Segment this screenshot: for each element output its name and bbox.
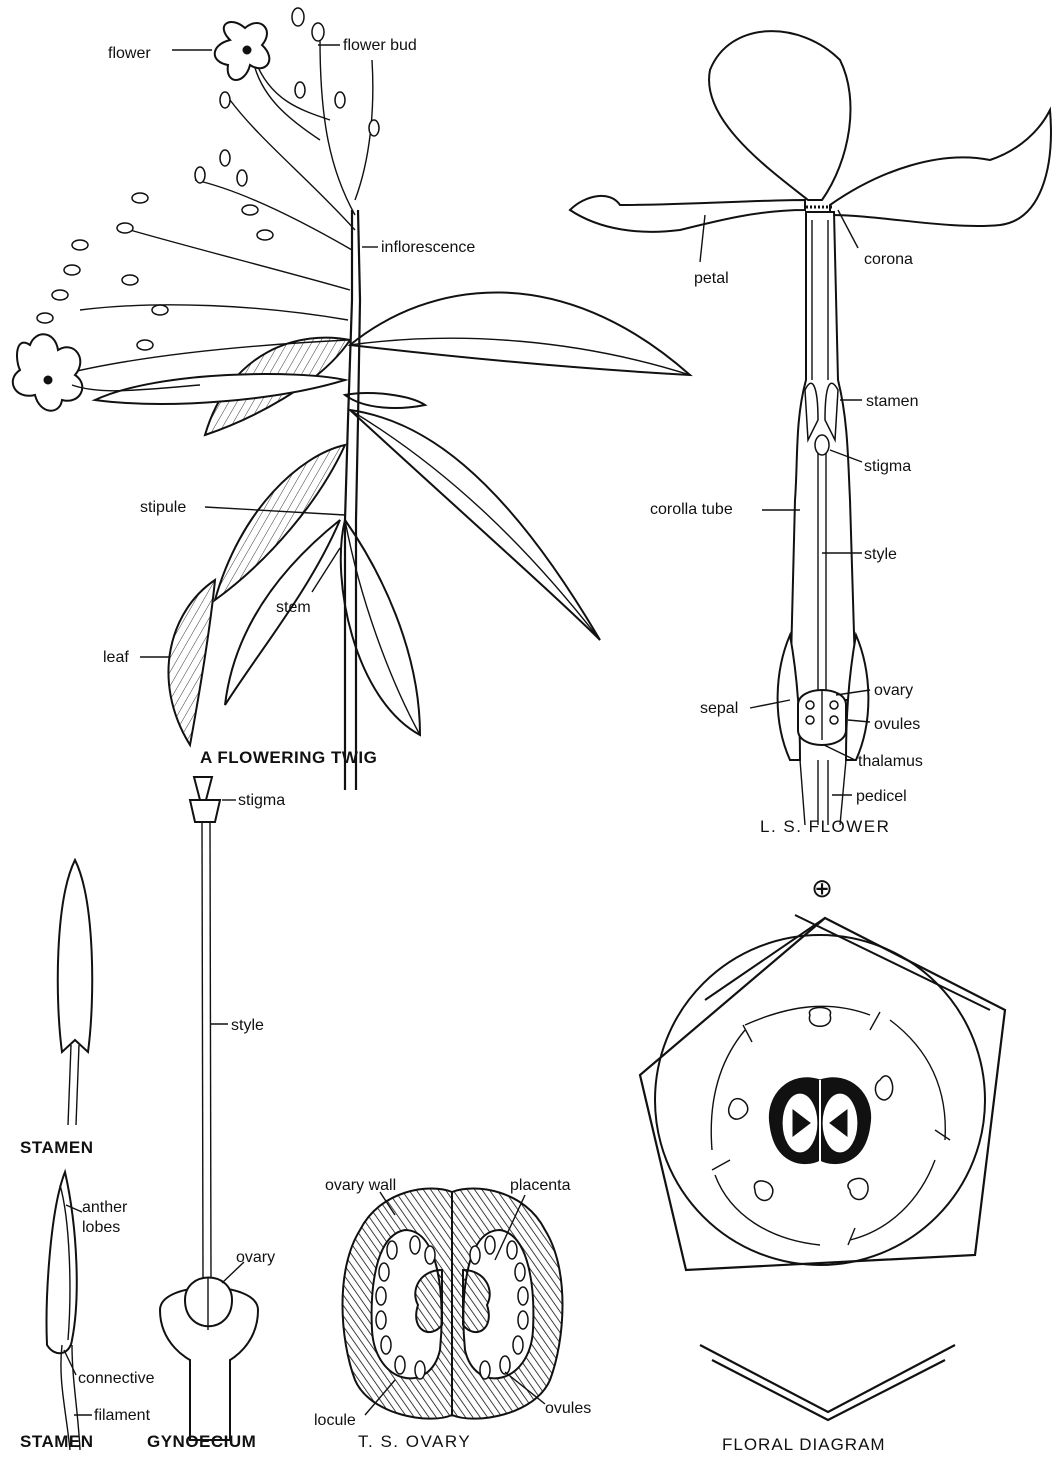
petal-right xyxy=(830,110,1051,226)
label-connective: connective xyxy=(78,1370,155,1387)
label-stamen-ls: stamen xyxy=(866,393,918,410)
label-flower: flower xyxy=(108,45,151,62)
twig-top-flower xyxy=(215,22,320,140)
ls-flower: petal corona stamen stigma corolla tube … xyxy=(570,31,1051,904)
label-corolla-tube: corolla tube xyxy=(650,501,733,518)
label-pedicel: pedicel xyxy=(856,788,907,805)
caption-ts-ovary: T. S. OVARY xyxy=(358,1432,471,1451)
label-style-ls: style xyxy=(864,546,897,563)
label-sepal: sepal xyxy=(700,700,738,717)
caption-gynoecium: GYNOECIUM xyxy=(147,1432,256,1451)
label-leaf: leaf xyxy=(103,649,129,666)
flowering-twig: flower flower bud inflorescence stipule … xyxy=(13,8,690,790)
label-ovary-gyn: ovary xyxy=(236,1249,275,1266)
label-ovules-ts: ovules xyxy=(545,1400,591,1417)
label-locule: locule xyxy=(314,1412,356,1429)
actinomorphic-symbol: ⊕ xyxy=(811,874,833,904)
label-flower-bud: flower bud xyxy=(343,37,417,54)
fd-gynoecium xyxy=(769,1078,870,1164)
caption-stamen-bottom: STAMEN xyxy=(20,1432,94,1451)
label-ovary-wall: ovary wall xyxy=(325,1177,396,1194)
caption-floral-diagram: FLORAL DIAGRAM xyxy=(722,1435,886,1454)
ts-ovary: ovary wall placenta locule ovules T. S. … xyxy=(314,1177,591,1451)
label-style-gyn: style xyxy=(231,1017,264,1034)
gynoecium: stigma style ovary GYNOECIUM xyxy=(147,777,285,1451)
label-ovary-ls: ovary xyxy=(874,682,913,699)
label-anther-lobes-line2: lobes xyxy=(82,1219,120,1236)
caption-stamen-top: STAMEN xyxy=(20,1138,94,1157)
label-petal: petal xyxy=(694,270,729,287)
label-anther-lobes-line1: anther xyxy=(82,1199,128,1216)
twig-leaves xyxy=(95,292,690,745)
stamen-top: STAMEN xyxy=(20,860,94,1157)
flower-buds xyxy=(37,8,379,350)
label-stigma-ls: stigma xyxy=(864,458,911,475)
label-ovules-ls: ovules xyxy=(874,716,920,733)
label-placenta: placenta xyxy=(510,1177,571,1194)
stamen-bottom: anther lobes connective filament STAMEN xyxy=(20,1172,155,1451)
label-stipule: stipule xyxy=(140,499,186,516)
caption-ls-flower: L. S. FLOWER xyxy=(760,817,890,836)
label-stigma-gyn: stigma xyxy=(238,792,285,809)
petal-upper xyxy=(709,31,850,200)
label-inflorescence: inflorescence xyxy=(381,239,475,256)
label-thalamus: thalamus xyxy=(858,753,923,770)
label-stem: stem xyxy=(276,599,311,616)
inflorescence-branches xyxy=(60,40,373,375)
caption-flowering-twig: A FLOWERING TWIG xyxy=(200,748,377,767)
floral-diagram: FLORAL DIAGRAM xyxy=(640,915,1005,1454)
label-corona: corona xyxy=(864,251,913,268)
label-filament: filament xyxy=(94,1407,151,1424)
petal-left xyxy=(570,196,805,232)
